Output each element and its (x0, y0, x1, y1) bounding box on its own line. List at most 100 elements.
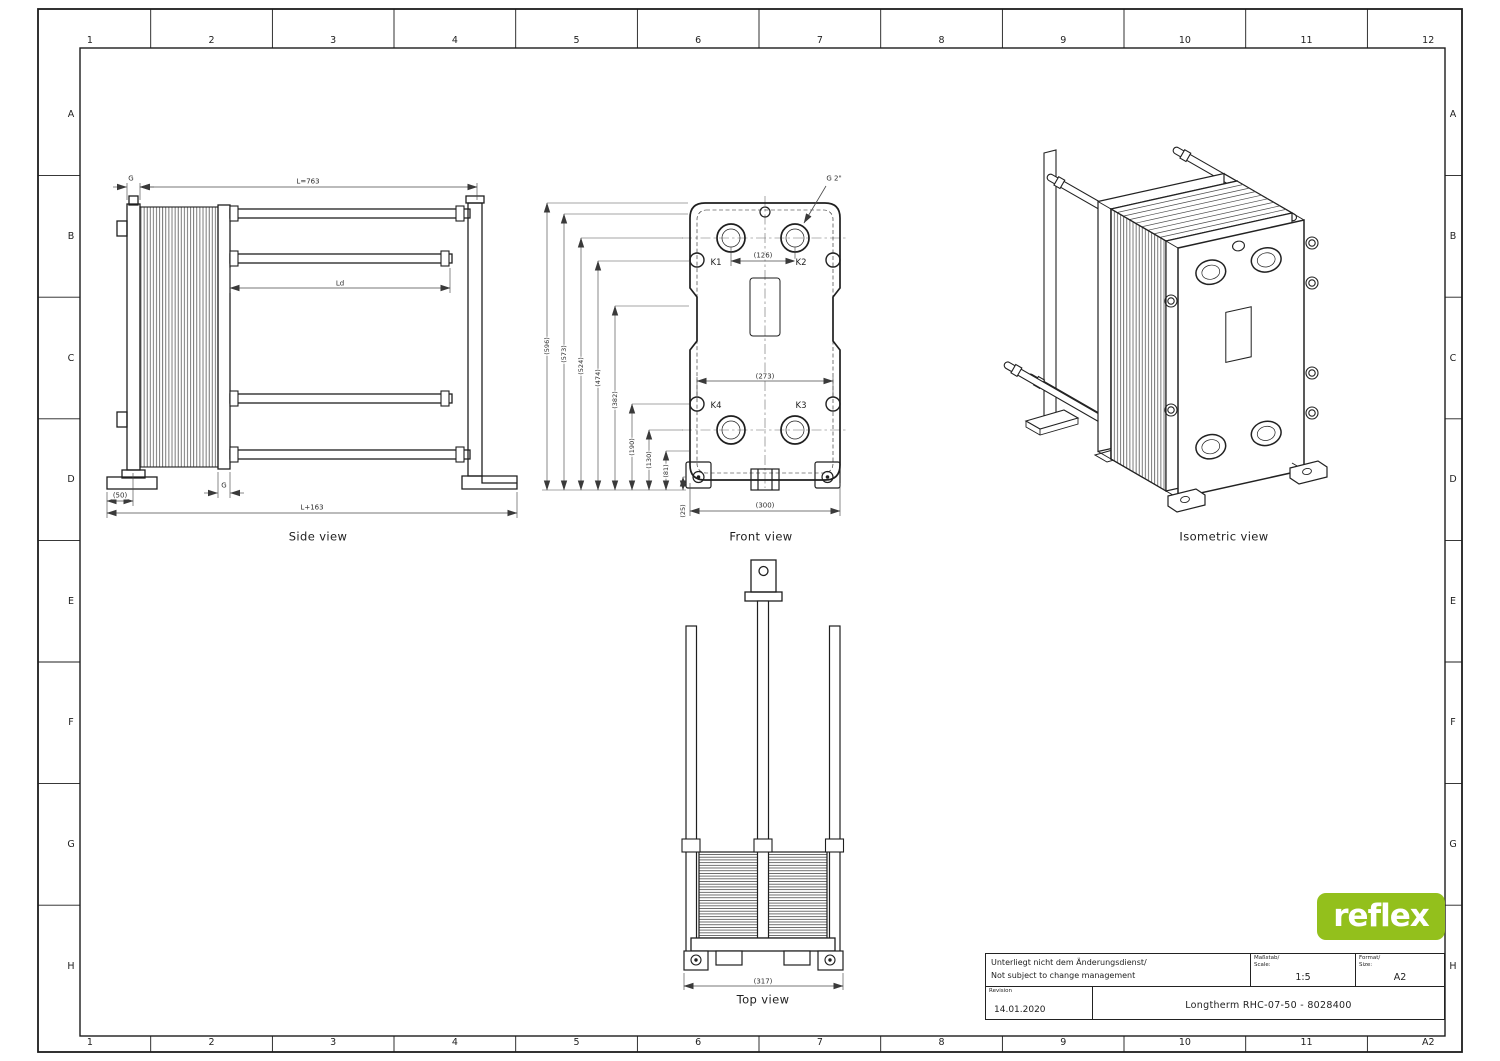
grid-label: 11 (1300, 35, 1313, 46)
grid-label: 8 (938, 35, 945, 46)
grid-label: 2 (208, 1037, 215, 1048)
grid-label: A (67, 109, 75, 121)
grid-label: 3 (330, 35, 337, 46)
front-view-drawing (682, 196, 848, 491)
scale-cell: Maßstab/ Scale: 1:5 (1251, 954, 1356, 986)
format-labels: Format/ Size: (1359, 955, 1380, 969)
dim-g-bottom: G (220, 481, 228, 490)
grid-label: 1 (86, 35, 93, 46)
front-view-dimensions (542, 185, 841, 516)
grid-label: H (67, 960, 75, 972)
grid-label: G (1449, 839, 1457, 851)
grid-label: C (1449, 352, 1457, 364)
grid-label: 11 (1300, 1037, 1313, 1048)
grid-label: F (1450, 717, 1456, 729)
grid-label: 2 (208, 35, 215, 46)
dim-g-top: G (127, 174, 135, 183)
scale-label-de: Maßstab/ (1254, 955, 1280, 961)
grid-label: G (67, 839, 75, 851)
top-view-drawing (681, 559, 845, 971)
dim-vertical: (81) (661, 463, 670, 479)
change-note-de: Unterliegt nicht dem Änderungsdienst/ (991, 958, 1147, 967)
title-block-row-1: Unterliegt nicht dem Änderungsdienst/ No… (986, 954, 1444, 987)
view-label-side: Side view (288, 529, 348, 544)
grid-label: 10 (1178, 1037, 1191, 1048)
view-label-isometric: Isometric view (1179, 529, 1269, 544)
grid-label: B (67, 230, 75, 242)
change-note-en: Not subject to change management (991, 971, 1136, 981)
grid-label: A (1449, 109, 1457, 121)
grid-label: B (1449, 230, 1457, 242)
grid-label: 5 (573, 35, 580, 46)
isometric-view-drawing (1003, 146, 1328, 513)
grid-label: F (68, 717, 74, 729)
frame-columns-top: 1 2 3 4 5 6 7 8 9 10 11 12 (29, 35, 1489, 49)
drawing-title-cell: Longtherm RHC-07-50 - 8028400 (1093, 987, 1444, 1019)
grid-label: 7 (816, 35, 823, 46)
grid-label: 9 (1060, 35, 1067, 46)
dim-vertical: (596) (542, 336, 551, 356)
revision-label: Revision (989, 988, 1012, 994)
grid-label: E (1449, 595, 1456, 607)
frame-rows-left: A B C D E F G H (58, 54, 84, 1027)
dim-vertical: (573) (559, 344, 568, 364)
dim-vertical: (474) (593, 368, 602, 388)
dim-total-length: L+163 (299, 503, 325, 512)
sheet-frame (37, 8, 1463, 1053)
grid-label: 6 (695, 35, 702, 46)
dim-vertical: (382) (610, 390, 619, 410)
grid-label: 5 (573, 1037, 580, 1048)
grid-label: D (1449, 474, 1457, 486)
dim-vertical: (130) (644, 450, 653, 470)
grid-label: 6 (695, 1037, 702, 1048)
grid-label: D (67, 474, 75, 486)
grid-label: 8 (938, 1037, 945, 1048)
frame-columns-bottom: 1 2 3 4 5 6 7 8 9 10 11 A2 (29, 1037, 1489, 1051)
grid-label: 12 (1422, 35, 1435, 46)
port-label-k1: K1 (709, 257, 723, 268)
reflex-logo-text: reflex (1333, 897, 1429, 934)
dim-foot-offset: (50) (111, 491, 129, 500)
view-label-front: Front view (729, 529, 793, 544)
port-label-k2: K2 (794, 257, 808, 268)
drawing-title: Longtherm RHC-07-50 - 8028400 (1185, 999, 1352, 1011)
title-block-row-2: Revision 14.01.2020 Longtherm RHC-07-50 … (986, 987, 1444, 1019)
format-value: A2 (1393, 972, 1407, 983)
grid-label: E (67, 595, 74, 607)
grid-label: 7 (816, 1037, 823, 1048)
grid-label: 4 (451, 35, 458, 46)
change-note-cell: Unterliegt nicht dem Änderungsdienst/ No… (986, 954, 1251, 986)
grid-label: 9 (1060, 1037, 1067, 1048)
dim-length: L=763 (295, 177, 321, 186)
grid-label: 3 (330, 1037, 337, 1048)
grid-label: 10 (1178, 35, 1191, 46)
revision-labels: Revision (989, 988, 1012, 995)
scale-label-en: Scale: (1254, 961, 1271, 968)
revision-cell: Revision 14.01.2020 (986, 987, 1093, 1019)
format-cell: Format/ Size: A2 (1356, 954, 1444, 986)
connection-callout: G 2" (825, 174, 843, 183)
grid-label: 4 (451, 1037, 458, 1048)
reflex-logo: reflex (1317, 893, 1445, 940)
dim-top-width: (317) (752, 977, 774, 986)
top-view-dimensions (683, 973, 844, 990)
scale-labels: Maßstab/ Scale: (1254, 955, 1279, 969)
grid-label: A2 (1421, 1037, 1435, 1048)
view-label-top: Top view (736, 992, 790, 1007)
grid-label: H (1449, 960, 1457, 972)
grid-label: 1 (86, 1037, 93, 1048)
format-label-de: Format/ (1359, 955, 1381, 961)
port-label-k3: K3 (794, 400, 808, 411)
side-view-dimensions (106, 183, 518, 518)
dim-width: (300) (754, 501, 776, 510)
grid-label: C (67, 352, 75, 364)
side-view-drawing (106, 195, 518, 490)
dim-vertical: (25) (678, 503, 687, 519)
dim-port-pitch: (126) (752, 251, 774, 260)
dim-ld: Ld (334, 279, 346, 288)
port-label-k4: K4 (709, 400, 723, 411)
scale-value: 1:5 (1295, 972, 1311, 983)
dim-vertical: (524) (576, 356, 585, 376)
